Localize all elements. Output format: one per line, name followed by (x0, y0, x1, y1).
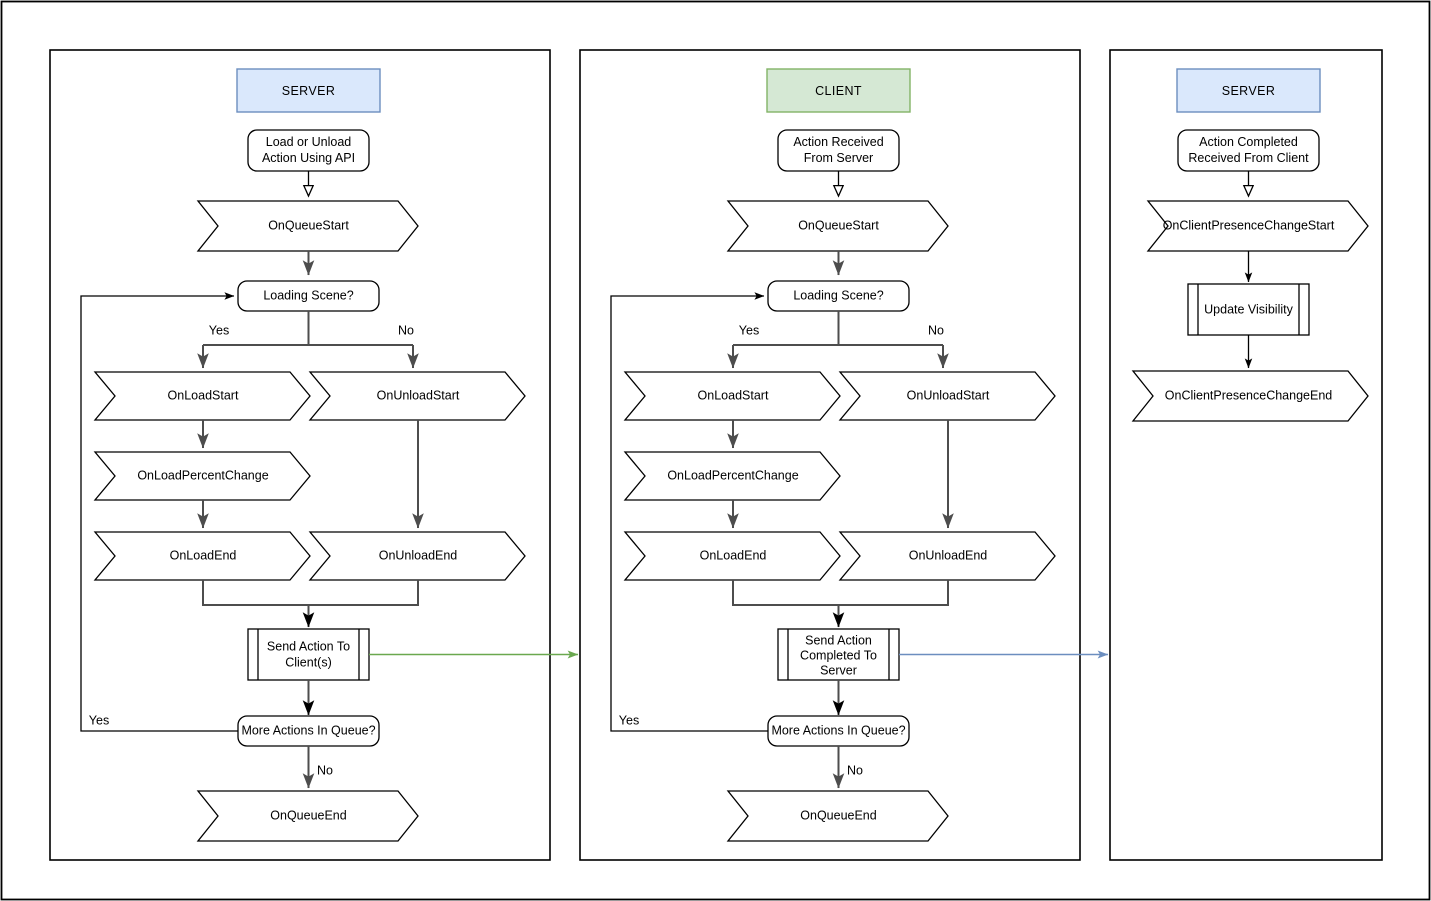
edge-label-yes-branch: Yes (739, 323, 759, 337)
node-on-presence-change-start-label: OnClientPresenceChangeStart (1163, 218, 1335, 232)
node-start: Action Received From Server (777, 129, 900, 172)
node-loading-scene: Loading Scene? (237, 280, 380, 312)
edge-label-no-branch: No (398, 323, 414, 337)
node-on-queue-end-label: OnQueueEnd (270, 808, 346, 822)
node-on-unload-end-label: OnUnloadEnd (379, 548, 458, 562)
lane-header-label: SERVER (1222, 84, 1276, 98)
node-send-action-line1: Send Action (805, 633, 872, 647)
node-on-unload-start: OnUnloadStart (838, 371, 1056, 421)
lane-header-server-right: SERVER (1176, 68, 1321, 113)
node-on-load-start-label: OnLoadStart (698, 388, 769, 402)
edge-label-no-branch: No (928, 323, 944, 337)
node-send-action-line2: Completed To (800, 648, 877, 662)
edge-label-no-exit: No (847, 763, 863, 777)
node-send-action: Send Action To Client(s) (247, 628, 370, 681)
edge-merge-ends (202, 580, 419, 606)
node-update-visibility-label: Update Visibility (1204, 302, 1293, 316)
node-send-action-line2: Client(s) (285, 655, 332, 669)
node-on-queue-end-label: OnQueueEnd (800, 808, 876, 822)
node-on-load-percent-change: OnLoadPercentChange (93, 451, 311, 501)
node-on-queue-start: OnQueueStart (726, 200, 949, 252)
node-on-load-end-label: OnLoadEnd (700, 548, 767, 562)
edge-label-yes-loop: Yes (619, 713, 639, 727)
edge-label-no-exit: No (317, 763, 333, 777)
edge-merge-ends (732, 580, 949, 606)
node-on-load-start: OnLoadStart (93, 371, 311, 421)
node-more-actions-label: More Actions In Queue? (771, 723, 905, 737)
node-send-action-line1: Send Action To (267, 639, 350, 653)
node-start: Action Completed Received From Client (1177, 129, 1320, 172)
node-on-load-end-label: OnLoadEnd (170, 548, 237, 562)
node-on-unload-start-label: OnUnloadStart (377, 388, 460, 402)
node-on-queue-end: OnQueueEnd (726, 790, 949, 842)
lane-header-label: CLIENT (815, 84, 862, 98)
lane-client: CLIENT Action Received From Server OnQue… (579, 49, 1081, 861)
node-on-load-start: OnLoadStart (623, 371, 841, 421)
node-on-unload-start-label: OnUnloadStart (907, 388, 990, 402)
node-on-load-percent-label: OnLoadPercentChange (137, 468, 268, 482)
node-on-load-percent-label: OnLoadPercentChange (667, 468, 798, 482)
node-more-actions-label: More Actions In Queue? (241, 723, 375, 737)
node-more-actions: More Actions In Queue? (237, 715, 380, 747)
node-on-unload-end: OnUnloadEnd (308, 531, 526, 581)
node-on-unload-end: OnUnloadEnd (838, 531, 1056, 581)
node-start-line2: From Server (804, 151, 873, 165)
node-on-queue-end: OnQueueEnd (196, 790, 419, 842)
node-send-action-line3: Server (820, 663, 857, 677)
lane-server-right: SERVER Action Completed Received From Cl… (1109, 49, 1383, 861)
node-on-unload-start: OnUnloadStart (308, 371, 526, 421)
node-on-presence-change-end-label: OnClientPresenceChangeEnd (1165, 388, 1333, 402)
node-more-actions: More Actions In Queue? (767, 715, 910, 747)
lane-header-client: CLIENT (766, 68, 911, 113)
node-on-load-start-label: OnLoadStart (168, 388, 239, 402)
edge-more-yes-loop (80, 292, 238, 732)
lane-header-label: SERVER (282, 84, 336, 98)
node-on-presence-change-end: OnClientPresenceChangeEnd (1131, 370, 1369, 422)
node-loading-scene: Loading Scene? (767, 280, 910, 312)
node-send-action: Send Action Completed To Server (777, 628, 900, 681)
node-update-visibility: Update Visibility (1187, 283, 1310, 336)
edge-label-yes-loop: Yes (89, 713, 109, 727)
node-on-load-end: OnLoadEnd (623, 531, 841, 581)
node-loading-scene-label: Loading Scene? (793, 288, 883, 302)
edge-label-yes-branch: Yes (209, 323, 229, 337)
node-start-line1: Action Completed (1199, 135, 1298, 149)
node-start-line2: Action Using API (262, 151, 355, 165)
node-on-presence-change-start: OnClientPresenceChangeStart (1146, 200, 1369, 252)
lane-server-left: SERVER Load or Unload Action Using API O… (49, 49, 551, 861)
node-loading-scene-label: Loading Scene? (263, 288, 353, 302)
node-on-unload-end-label: OnUnloadEnd (909, 548, 988, 562)
edge-loading-yes (733, 311, 943, 368)
edge-loading-yes (203, 311, 413, 368)
node-start-line2: Received From Client (1188, 151, 1309, 165)
node-start-line1: Action Received (793, 135, 883, 149)
node-start: Load or Unload Action Using API (247, 129, 370, 172)
node-start-line1: Load or Unload (266, 135, 352, 149)
lane-header-server-left: SERVER (236, 68, 381, 113)
node-on-load-end: OnLoadEnd (93, 531, 311, 581)
node-on-load-percent-change: OnLoadPercentChange (623, 451, 841, 501)
node-on-queue-start: OnQueueStart (196, 200, 419, 252)
node-on-queue-start-label: OnQueueStart (268, 218, 349, 232)
node-on-queue-start-label: OnQueueStart (798, 218, 879, 232)
edge-more-yes-loop (610, 292, 768, 732)
